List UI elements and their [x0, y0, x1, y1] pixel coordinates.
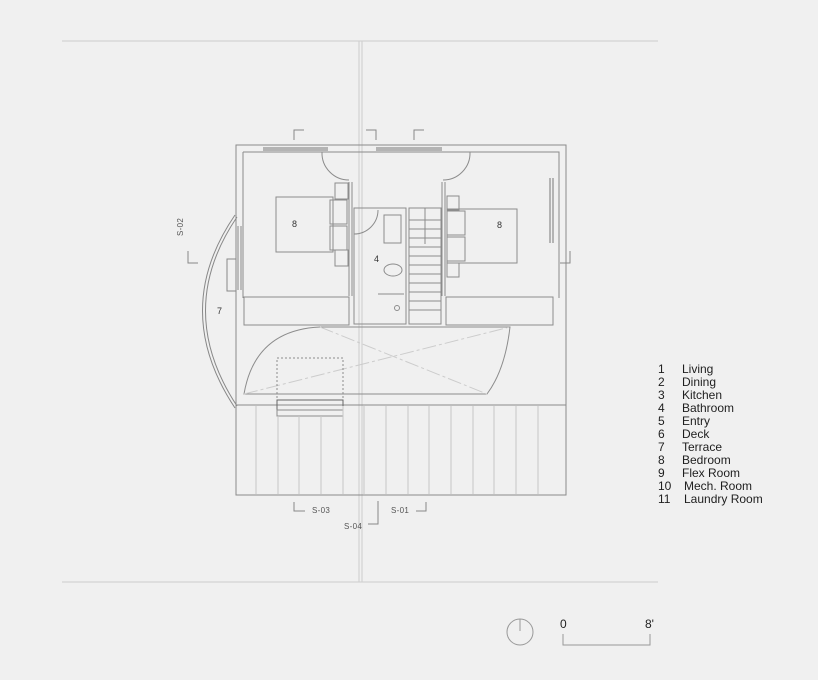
deck-boards: [255, 406, 539, 494]
scale-end-label: 8': [645, 617, 654, 631]
scale-bar: [562, 634, 651, 646]
section-label-s04: S-04: [344, 522, 363, 531]
bathroom-walls: [353, 207, 407, 325]
terrace-arc: [202, 214, 238, 409]
section-label-s01: S-01: [391, 506, 410, 515]
left-bedroom-walls: [243, 151, 353, 326]
room-label-bedroom-right: 8: [497, 220, 503, 230]
room-label-bedroom-left: 8: [292, 219, 298, 229]
top-windows: [263, 147, 442, 151]
section-label-s02: S-02: [176, 217, 185, 236]
right-window: [549, 178, 554, 243]
exterior-walls: [235, 144, 567, 496]
scale-start-label: 0: [560, 617, 567, 631]
open-to-below: [243, 326, 511, 417]
site-lines: [62, 40, 658, 583]
section-markers: [187, 129, 571, 525]
section-label-s03: S-03: [312, 506, 331, 515]
north-arrow-icon: [506, 618, 534, 646]
right-bedroom-walls: [441, 151, 554, 326]
stairs: [408, 207, 442, 325]
room-label-bathroom: 4: [374, 254, 380, 264]
left-window: [226, 226, 242, 292]
room-label-terrace: 7: [217, 306, 223, 316]
